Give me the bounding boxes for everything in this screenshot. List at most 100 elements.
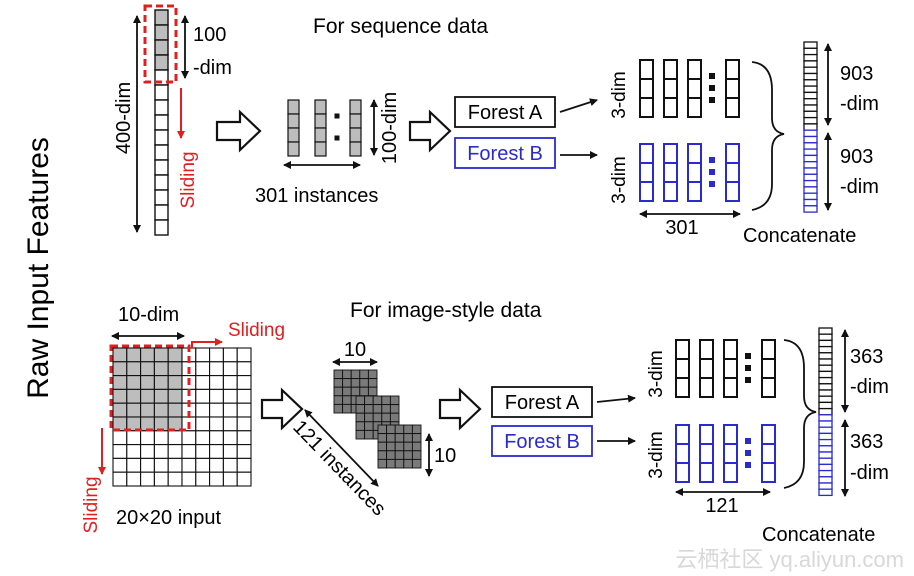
concat-cell-forest-b [818, 451, 833, 459]
watermark: 云栖社区 yq.aliyun.com [675, 547, 904, 572]
forest-b-box [454, 137, 556, 169]
class-cell-forest-a [675, 377, 690, 398]
forest-a-box [454, 96, 556, 128]
window-dim-label-2: -dim [193, 57, 232, 79]
patch-cell [355, 412, 366, 423]
grid-cell [181, 457, 197, 473]
patch-height-label: 10 [434, 445, 456, 467]
patch-cell [333, 403, 344, 414]
grid-cell [140, 347, 155, 363]
patch-cell [372, 404, 383, 414]
vector-cell [154, 159, 169, 176]
concat-cell-forest-b [803, 148, 818, 157]
grid-cell [140, 444, 155, 459]
image-forest-b-label: Forest B [504, 431, 580, 453]
grid-cell [195, 402, 211, 418]
grid-cell [236, 430, 252, 446]
class-cell-forest-b [663, 162, 678, 183]
concat-cell-forest-b [818, 432, 833, 441]
class-cell-forest-a [699, 358, 714, 379]
class-cell-forest-a [761, 358, 776, 379]
image-forest-b-box [491, 425, 593, 457]
grid-cell [209, 471, 224, 487]
sequence-window-highlight [143, 4, 178, 84]
class-cell-forest-a [639, 59, 654, 80]
instance-cell [349, 141, 362, 157]
concat-cell-forest-a [803, 98, 818, 106]
image-out-b-label-2: -dim [850, 462, 889, 484]
ellipsis-dot [709, 181, 715, 187]
instances-dim-label: 100-dim [379, 92, 401, 164]
out-a-label-1: 903 [840, 63, 873, 85]
grid-cell [153, 375, 169, 390]
grid-cell [126, 375, 142, 390]
instance-cell [314, 113, 327, 129]
concat-cell-forest-b [803, 186, 818, 194]
class-cell-forest-a [725, 97, 740, 118]
patch-cell [403, 458, 413, 469]
grid-cell [140, 388, 155, 404]
class-cell-forest-a [687, 59, 702, 80]
image-forest-a-label: Forest A [505, 392, 580, 414]
forest-a-output-arrow [559, 98, 598, 113]
class-cell-forest-a [725, 78, 740, 99]
patch-cell [394, 433, 405, 443]
grid-cell [140, 361, 155, 377]
concat-cell-forest-a [818, 327, 833, 335]
instance-cell [349, 113, 362, 129]
image-class-vectors [675, 339, 776, 483]
vector-cell [154, 189, 169, 206]
ellipsis-dot [709, 73, 715, 79]
grid-cell [140, 430, 155, 446]
class-cell-forest-b [725, 162, 740, 183]
grid-cell [222, 375, 238, 390]
concat-cell-forest-b [818, 414, 833, 422]
grid-cell [153, 471, 169, 487]
ellipsis-dot [709, 97, 715, 103]
ellipsis-dot [334, 113, 340, 119]
patch-cell [389, 412, 400, 423]
hollow-arrow-4 [438, 387, 482, 431]
grid-cell [236, 402, 252, 418]
patch-cell [411, 441, 422, 452]
image-concat-vector [818, 327, 833, 497]
class-cell-forest-b [639, 143, 654, 164]
window-dim-label-1: 100 [193, 24, 226, 46]
grid-cell [167, 430, 183, 446]
patch-cell [394, 450, 405, 460]
concat-cell-forest-b [803, 135, 818, 144]
patch-cell [394, 424, 405, 435]
grid-cell [153, 361, 169, 377]
concat-cell-forest-b [818, 488, 833, 497]
concat-cell-forest-a [803, 72, 818, 81]
ellipsis-dot [709, 157, 715, 163]
class-cell-forest-b [723, 424, 738, 445]
concat-cell-forest-b [803, 192, 818, 201]
class-cell-forest-a [687, 78, 702, 99]
grid-cell [222, 457, 238, 473]
patch-cell [386, 450, 396, 460]
patch-cell [342, 403, 352, 414]
grid-cell [236, 416, 252, 432]
class-cell-forest-b [725, 181, 740, 202]
patch-cell [342, 369, 352, 380]
grid-cell [181, 430, 197, 446]
grid-cell [112, 388, 128, 404]
class-cell-forest-a [663, 59, 678, 80]
concat-cell-forest-a [803, 53, 818, 62]
patch-cell [377, 424, 388, 435]
sequence-class-vectors [639, 59, 740, 202]
patch-cell [350, 386, 361, 397]
patch-cell [364, 429, 374, 440]
image-sliding-down-label: Sliding [81, 476, 102, 533]
grid-cell [112, 361, 128, 377]
patch-cell [411, 450, 422, 460]
instance-cell [287, 113, 300, 129]
grid-cell [126, 430, 142, 446]
instance-cell [314, 127, 327, 143]
image-window-highlight [109, 344, 191, 432]
patch-cell [367, 386, 378, 397]
concat-cell-forest-a [803, 60, 818, 68]
concat-cell-forest-b [803, 179, 818, 188]
